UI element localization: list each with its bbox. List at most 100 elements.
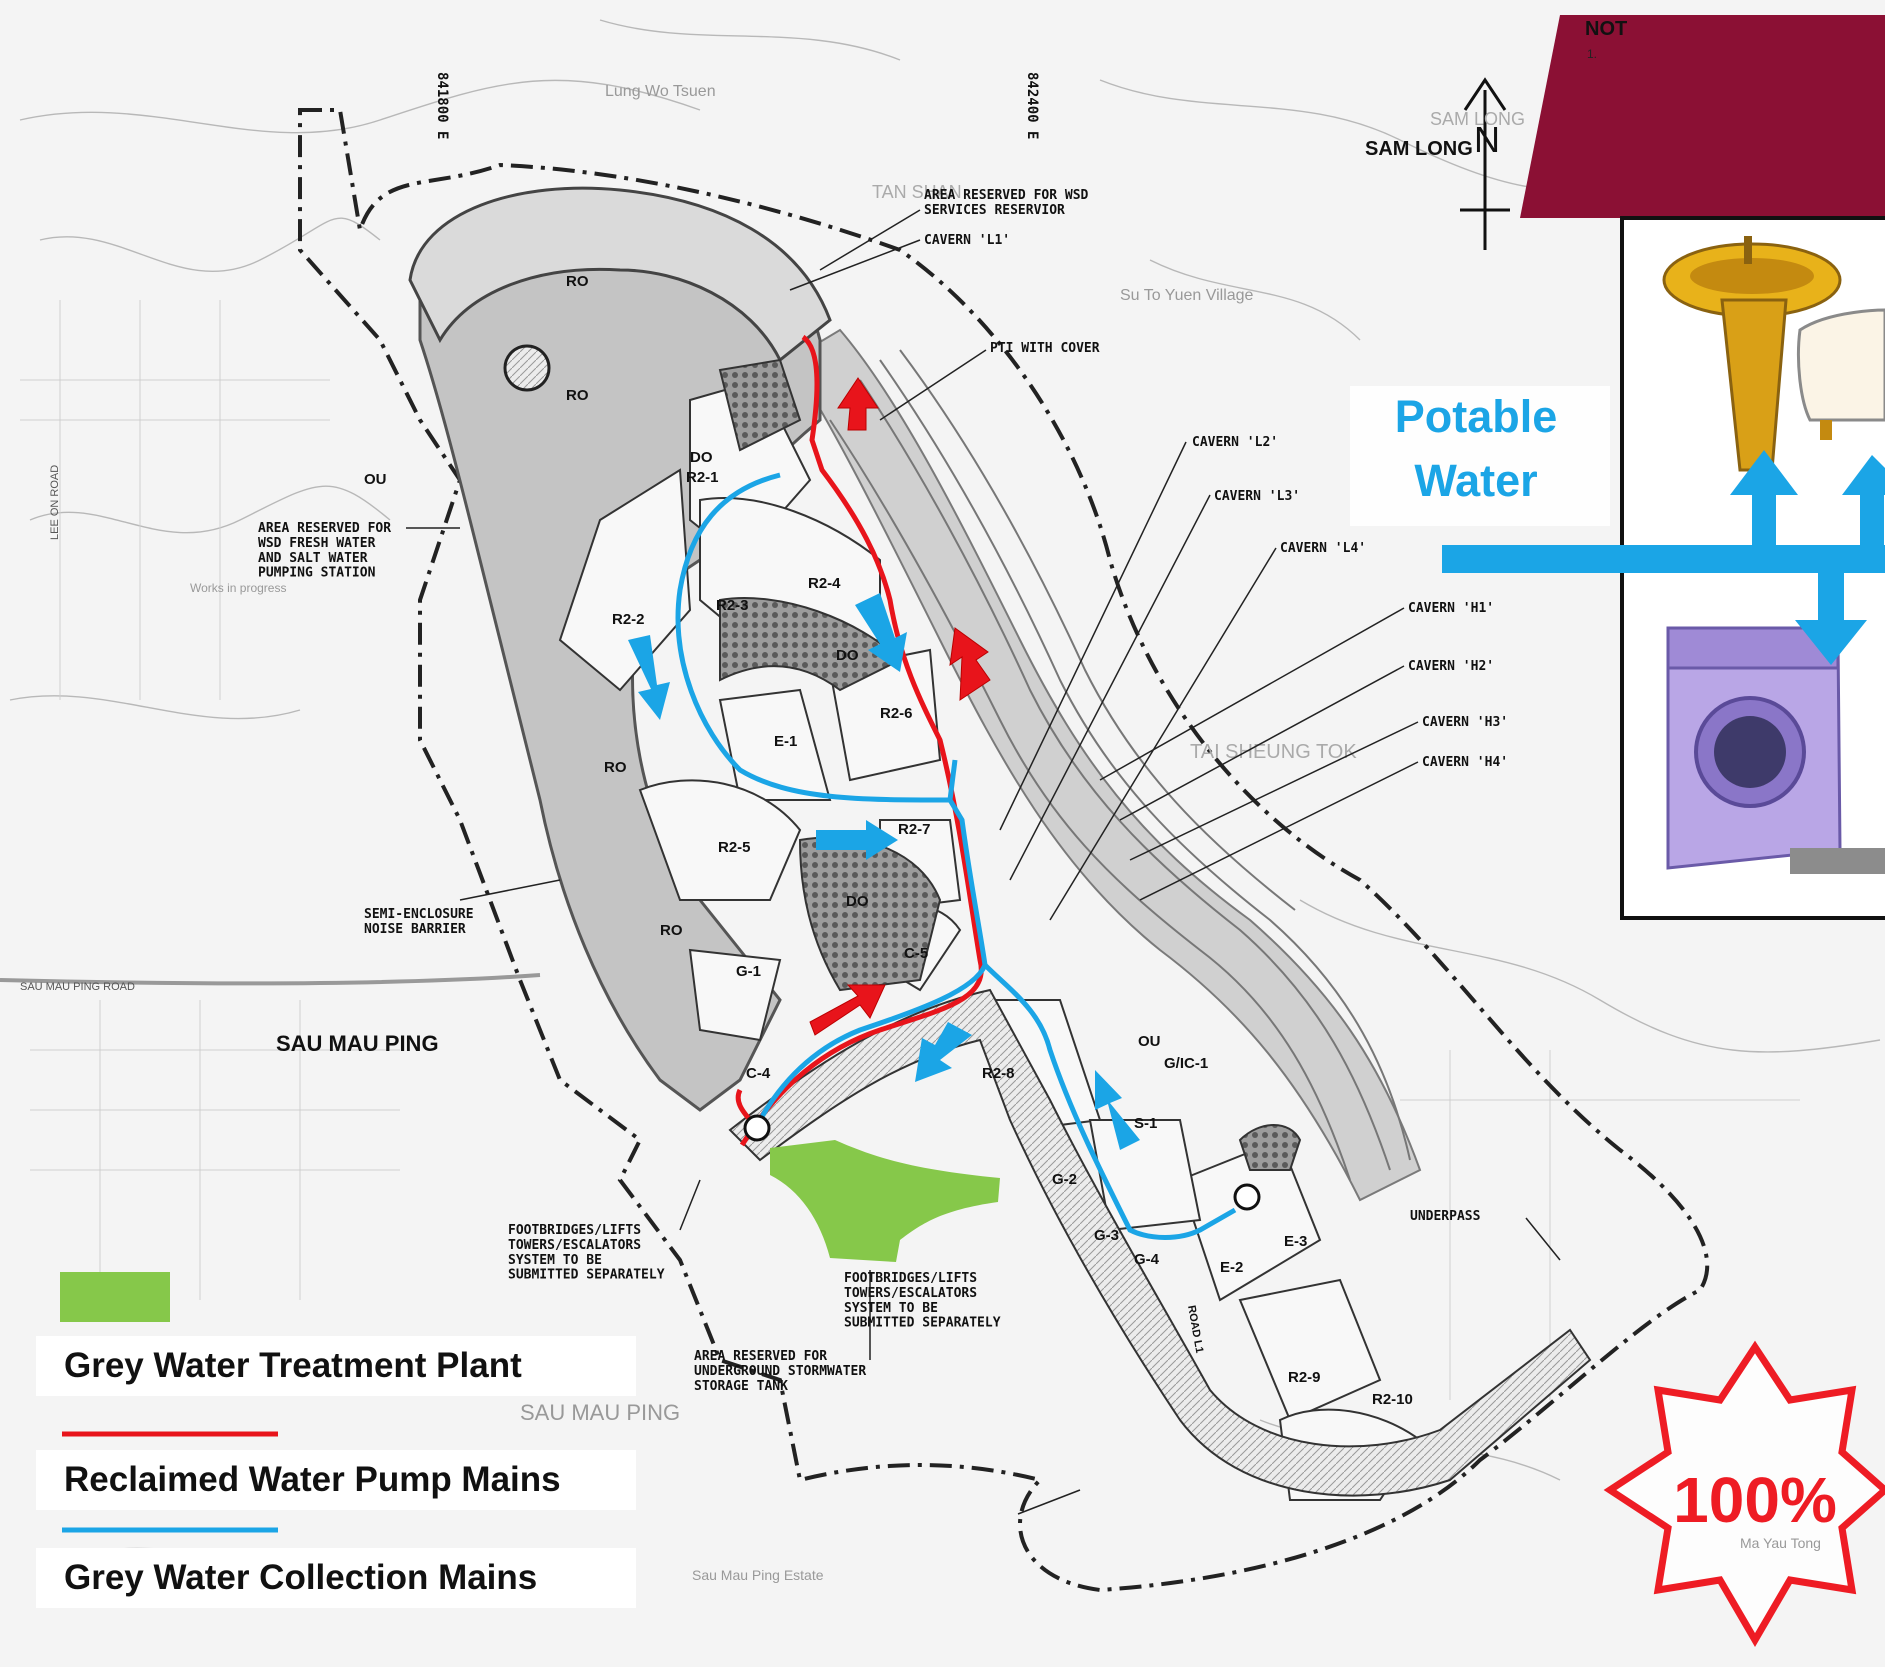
label-sam-long: SAM LONG <box>1365 138 1473 160</box>
legend-plant-swatch <box>60 1272 170 1322</box>
bathtub-icon <box>1797 308 1885 440</box>
zone-gic1: G/IC-1 <box>1164 1055 1208 1072</box>
development-sites <box>558 378 1422 1501</box>
badge-percent: 100% <box>1673 1464 1837 1536</box>
sau-mau-ping-road <box>0 973 541 986</box>
zone-do3: DO <box>846 893 869 910</box>
zone-c-5: C-5 <box>904 945 928 962</box>
legend-collection-label: Grey Water Collection Mains <box>64 1558 538 1597</box>
grey-water-collection-mains <box>675 472 988 1141</box>
service-reservoir <box>503 344 551 392</box>
street-grid <box>20 300 1800 1400</box>
ann-cavern-h2: CAVERN 'H2' <box>1408 659 1494 674</box>
zone-ro2: RO <box>566 387 589 404</box>
sink-icon <box>1662 236 1842 472</box>
label-tan-shan: TAN SHAN <box>872 182 962 202</box>
zone-ro1: RO <box>566 273 589 290</box>
slope-area <box>788 328 1422 1202</box>
zone-g-4: G-4 <box>1134 1251 1160 1268</box>
maroon-banner <box>1520 15 1885 218</box>
zone-e-1: E-1 <box>774 733 797 750</box>
legend-row-plant: Grey Water Treatment Plant <box>36 1336 636 1396</box>
plant-node <box>743 1114 771 1142</box>
site-boundary <box>298 108 1710 1593</box>
zone-ro3: RO <box>604 759 627 776</box>
ann-cavern-h4: CAVERN 'H4' <box>1422 755 1508 770</box>
notes-item: 1. <box>1587 47 1597 61</box>
zone-r2-3: R2-3 <box>716 597 749 614</box>
label-road: SAU MAU PING ROAD <box>20 981 135 993</box>
legend-reclaimed-label: Reclaimed Water Pump Mains <box>64 1460 561 1499</box>
zone-r2-10: R2-10 <box>1372 1391 1413 1408</box>
ann-cavern-h3: CAVERN 'H3' <box>1422 715 1508 730</box>
zone-do1: DO <box>690 449 713 466</box>
zone-r2-2: R2-2 <box>612 611 645 628</box>
blue-flow-arrows <box>628 593 1140 1150</box>
ann-pti: PTI WITH COVER <box>990 341 1100 356</box>
zone-r2-9: R2-9 <box>1288 1369 1321 1386</box>
label-estate: Sau Mau Ping Estate <box>692 1567 824 1583</box>
washing-machine-icon <box>1666 626 1842 870</box>
terminal-node <box>1233 1183 1261 1211</box>
percent-badge <box>1603 1340 1885 1647</box>
grey-water-treatment-plant <box>770 1140 1000 1262</box>
zone-r2-4: R2-4 <box>808 575 841 592</box>
red-flow-arrows <box>809 377 991 1036</box>
potable-line1: Potable <box>1395 391 1558 442</box>
zone-c-4: C-4 <box>746 1065 771 1082</box>
zone-ou1: OU <box>1138 1033 1161 1050</box>
label-lee-on-road: LEE ON ROAD <box>49 465 61 540</box>
zone-do2: DO <box>836 647 859 664</box>
zone-s-1: S-1 <box>1134 1115 1157 1132</box>
ann-underpass: UNDERPASS <box>1410 1209 1481 1224</box>
zone-r2-6: R2-6 <box>880 705 913 722</box>
zone-e-2: E-2 <box>1220 1259 1243 1276</box>
zone-g-1: G-1 <box>736 963 761 980</box>
potable-line2: Water <box>1414 455 1537 506</box>
label-su-to-yuen: Su To Yuen Village <box>1120 287 1254 304</box>
do-open-space <box>718 358 1302 1171</box>
grey-water-collection-branch <box>983 963 1237 1240</box>
label-ma-yau-tong: Ma Yau Tong <box>1740 1535 1821 1551</box>
zone-g-2: G-2 <box>1052 1171 1077 1188</box>
zone-e-3: E-3 <box>1284 1233 1307 1250</box>
reclaimed-water-mains <box>739 334 984 1147</box>
ann-cavern-l1: CAVERN 'L1' <box>924 233 1010 248</box>
ann-cavern-l2: CAVERN 'L2' <box>1192 435 1278 450</box>
legend-plant-label: Grey Water Treatment Plant <box>64 1346 522 1385</box>
label-sam-long-faint: SAM LONG <box>1430 109 1525 129</box>
north-arrow <box>1460 77 1510 250</box>
north-label: N <box>1474 119 1500 160</box>
notes-label: NOT <box>1585 18 1627 40</box>
label-tai-sheung-tok: TAI SHEUNG TOK <box>1190 741 1357 763</box>
grid-mark-1: 841800 E <box>434 72 450 139</box>
zone-r2-7: R2-7 <box>898 821 931 838</box>
slope-contours <box>829 349 1411 1181</box>
zone-labels: RO RO RO RO DO DO DO R2-1 R2-2 R2-3 R2-4… <box>364 273 1413 1408</box>
leader-lines <box>406 209 1561 1515</box>
inset-bar <box>1790 848 1885 874</box>
road-l1 <box>728 988 1592 1497</box>
legend-row-reclaimed: Reclaimed Water Pump Mains <box>36 1450 636 1510</box>
label-works: Works in progress <box>190 581 286 595</box>
zone-g-3: G-3 <box>1094 1227 1119 1244</box>
label-sau-mau-ping-faint: SAU MAU PING <box>520 1400 680 1425</box>
zone-ou2: OU <box>364 471 387 488</box>
grid-mark-2: 842400 E <box>1024 72 1040 139</box>
reservoir-area <box>408 186 832 363</box>
label-sau-mau-ping: SAU MAU PING <box>276 1031 439 1056</box>
zone-ro4: RO <box>660 922 683 939</box>
zone-r2-1: R2-1 <box>686 469 719 486</box>
legend-row-collection: Grey Water Collection Mains <box>36 1548 636 1608</box>
potable-distribution <box>1442 450 1885 665</box>
ann-cavern-h1: CAVERN 'H1' <box>1408 601 1494 616</box>
